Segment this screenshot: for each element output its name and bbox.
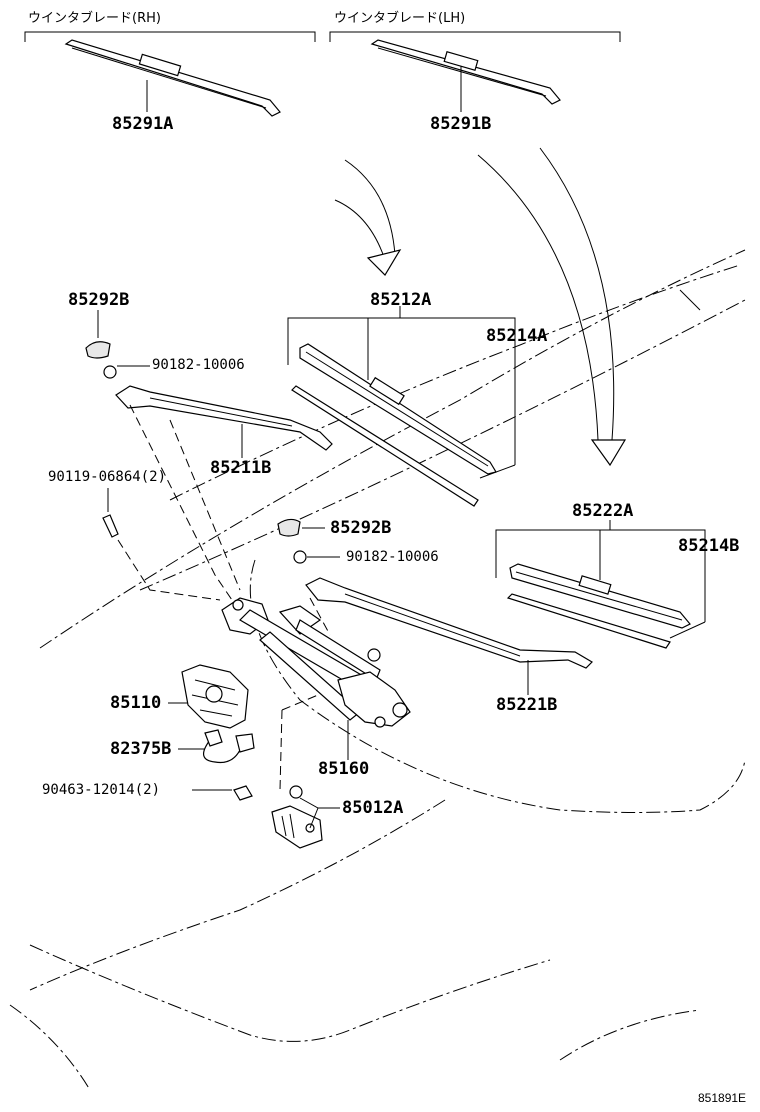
label-85211B: 85211B: [210, 458, 272, 478]
bracket-85012A[interactable]: [271, 785, 323, 849]
figure-code: 851891E: [698, 1091, 747, 1105]
cap-85292B-mid[interactable]: [277, 518, 301, 537]
lower-left-line: [9, 1004, 91, 1091]
arrow-right-curve-outer: [539, 147, 615, 441]
label-85110: 85110: [110, 693, 162, 713]
fender-line: [29, 799, 446, 991]
bracket-85212A: [287, 317, 516, 465]
leader-85214B: [669, 621, 706, 639]
blade-rubber-85214B[interactable]: [506, 593, 671, 649]
wiper-linkage-85160[interactable]: [221, 597, 411, 728]
wiper-blade-85212A[interactable]: [299, 343, 497, 475]
label-85291B: 85291B: [430, 114, 492, 134]
cap-85292B-top[interactable]: [85, 341, 111, 359]
label-85292B-top: 85292B: [68, 290, 130, 310]
leader-85012A: [299, 797, 340, 829]
wiper-arm-85211B[interactable]: [115, 385, 333, 451]
wire-harness-82375B[interactable]: [203, 729, 255, 764]
label-85160: 85160: [318, 759, 370, 779]
arrow-left-curve: [334, 199, 386, 261]
lh-header-bracket: [329, 31, 621, 42]
assembly-line-arm-lh: [309, 597, 331, 636]
rh-header-bracket: [24, 31, 316, 42]
leader-85214A: [479, 464, 516, 479]
assembly-line-bolt: [117, 539, 221, 601]
cowl-line: [169, 264, 741, 501]
label-85214A: 85214A: [486, 326, 548, 346]
arrow-right-curve: [477, 154, 599, 441]
label-85222A: 85222A: [572, 501, 634, 521]
wiper-blade-lh[interactable]: [370, 39, 561, 105]
arrow-left-head: [366, 249, 402, 276]
header-rh: ウインタブレード(RH): [28, 11, 161, 26]
bumper-line: [29, 944, 551, 1042]
clip-90463[interactable]: [233, 785, 253, 801]
label-85292B-mid: 85292B: [330, 518, 392, 538]
arrow-left-curve-outer: [344, 159, 396, 256]
bolt-90119[interactable]: [102, 514, 119, 538]
label-85291A: 85291A: [112, 114, 174, 134]
wiper-blade-85222A[interactable]: [509, 563, 691, 629]
assembly-line-arm-rh-2: [169, 419, 241, 591]
windshield-edge-lower: [139, 299, 746, 591]
wiper-motor-85110[interactable]: [181, 664, 249, 729]
label-90463: 90463-12014(2): [42, 782, 161, 798]
edge-mark: [679, 289, 701, 311]
assembly-line-arm-rh: [129, 404, 233, 601]
assembly-line-bracket: [279, 709, 283, 791]
label-85214B: 85214B: [678, 536, 740, 556]
arrow-right-head: [590, 439, 627, 467]
windshield-edge-upper: [39, 249, 746, 649]
label-85012A: 85012A: [342, 798, 404, 818]
header-lh: ウインタブレード(LH): [334, 11, 466, 26]
blade-rubber-85214A[interactable]: [291, 385, 479, 507]
nut-90182-mid[interactable]: [293, 550, 307, 564]
wiper-arm-85221B[interactable]: [305, 577, 593, 669]
hood-outline: [249, 559, 746, 813]
lower-right-line: [559, 1009, 701, 1061]
label-85212A: 85212A: [370, 290, 432, 310]
wiper-blade-rh[interactable]: [64, 39, 281, 117]
label-90182-mid: 90182-10006: [346, 549, 439, 565]
label-85221B: 85221B: [496, 695, 558, 715]
label-90119: 90119-06864(2): [48, 469, 167, 485]
nut-90182-top[interactable]: [103, 365, 117, 379]
label-90182-top: 90182-10006: [152, 357, 245, 373]
label-82375B: 82375B: [110, 739, 172, 759]
